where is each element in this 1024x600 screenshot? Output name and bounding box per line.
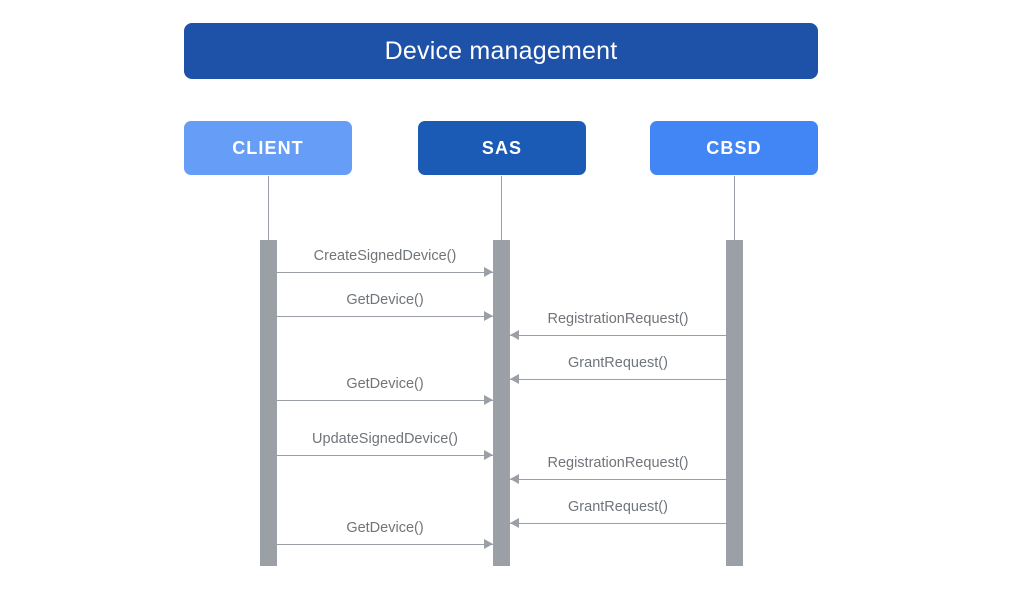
actor-label-cbsd: CBSD [706, 138, 762, 158]
lifeline-cbsd [734, 176, 735, 240]
message-label: GetDevice() [346, 520, 424, 536]
actor-header-client[interactable]: CLIENT [184, 121, 352, 175]
message-line [277, 316, 493, 317]
actor-label-client: CLIENT [232, 138, 304, 158]
message-label: RegistrationRequest() [547, 455, 689, 471]
message-line [277, 400, 493, 401]
message-line [510, 479, 726, 480]
message-get-device-1: GetDevice() [277, 293, 493, 327]
message-label: GetDevice() [346, 292, 424, 308]
actor-header-cbsd[interactable]: CBSD [650, 121, 818, 175]
arrow-right-icon [484, 267, 493, 277]
lifeline-sas [501, 176, 502, 240]
actor-header-sas[interactable]: SAS [418, 121, 586, 175]
message-label: GrantRequest() [568, 355, 668, 371]
message-label: GrantRequest() [568, 499, 668, 515]
arrow-right-icon [484, 539, 493, 549]
message-label: RegistrationRequest() [547, 311, 689, 327]
message-line [277, 272, 493, 273]
activation-bar-cbsd [726, 240, 743, 566]
activation-bar-client [260, 240, 277, 566]
message-label: UpdateSignedDevice() [312, 431, 458, 447]
message-registration-request-2: RegistrationRequest() [510, 456, 726, 490]
message-create-signed-device: CreateSignedDevice() [277, 249, 493, 283]
diagram-title: Device management [384, 36, 618, 65]
arrow-left-icon [510, 374, 519, 384]
arrow-right-icon [484, 395, 493, 405]
message-grant-request-1: GrantRequest() [510, 356, 726, 390]
activation-bar-sas [493, 240, 510, 566]
message-line [510, 523, 726, 524]
message-label: GetDevice() [346, 376, 424, 392]
message-line [510, 335, 726, 336]
arrow-left-icon [510, 474, 519, 484]
arrow-left-icon [510, 518, 519, 528]
message-get-device-3: GetDevice() [277, 521, 493, 555]
arrow-right-icon [484, 311, 493, 321]
arrow-left-icon [510, 330, 519, 340]
message-line [277, 544, 493, 545]
message-grant-request-2: GrantRequest() [510, 500, 726, 534]
message-line [510, 379, 726, 380]
message-update-signed-device: UpdateSignedDevice() [277, 432, 493, 466]
message-registration-request-1: RegistrationRequest() [510, 312, 726, 346]
message-get-device-2: GetDevice() [277, 377, 493, 411]
diagram-title-banner: Device management [184, 23, 818, 79]
actor-label-sas: SAS [481, 138, 523, 158]
arrow-right-icon [484, 450, 493, 460]
message-label: CreateSignedDevice() [313, 248, 457, 264]
message-line [277, 455, 493, 456]
lifeline-client [268, 176, 269, 240]
